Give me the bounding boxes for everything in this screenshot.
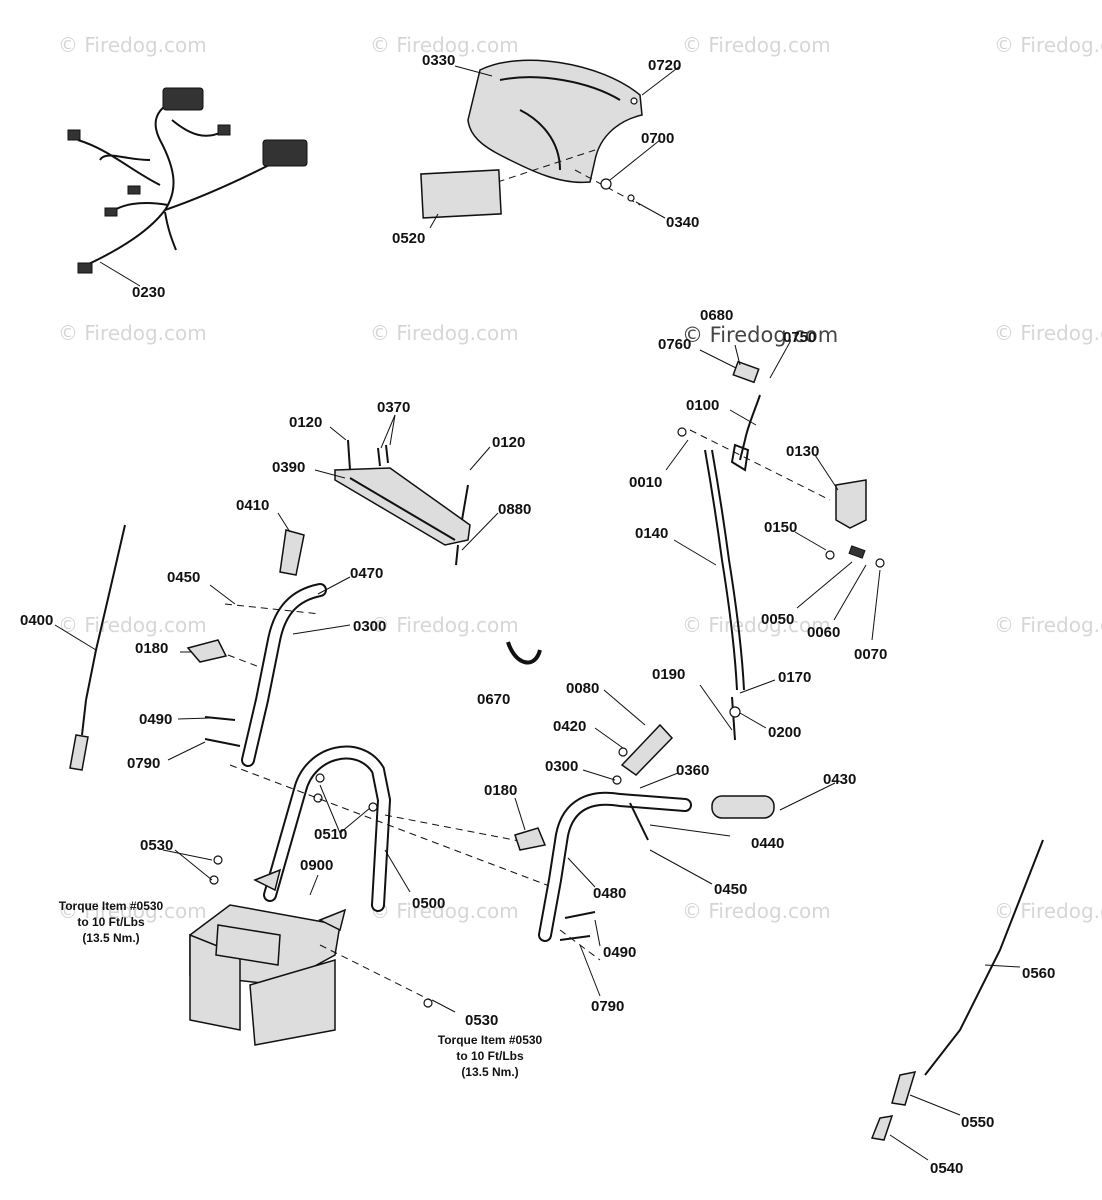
torque-note-line: to 10 Ft/Lbs [456, 1049, 524, 1063]
right-handle-assembly: 0080 0420 0300 0360 0430 0180 0440 0480 … [484, 680, 856, 1015]
part-label: 0230 [132, 284, 165, 301]
part-label: 0080 [566, 680, 599, 697]
part-label: 0430 [823, 771, 856, 788]
watermark: © Firedog.com [682, 613, 831, 637]
watermark: © Firedog.com [682, 33, 831, 57]
part-label: 0300 [545, 758, 578, 775]
part-label: 0480 [593, 885, 626, 902]
part-label: 0450 [714, 881, 747, 898]
part-label: 0200 [768, 724, 801, 741]
part-label: 0560 [1022, 965, 1055, 982]
torque-note-line: to 10 Ft/Lbs [77, 915, 145, 929]
part-label: 0880 [498, 501, 531, 518]
watermark: © Firedog.com [58, 33, 207, 57]
wiring-harness: 0230 [67, 87, 308, 301]
part-label: 0370 [377, 399, 410, 416]
torque-note-right: Torque Item #0530 to 10 Ft/Lbs (13.5 Nm.… [438, 1033, 543, 1079]
part-label: 0550 [961, 1114, 994, 1131]
watermark: © Firedog.com [994, 33, 1102, 57]
part-label: 0530 [140, 837, 173, 854]
part-label: 0190 [652, 666, 685, 683]
part-label: 0340 [666, 214, 699, 231]
left-cable: 0400 [20, 524, 126, 771]
part-label: 0130 [786, 443, 819, 460]
torque-note-line: Torque Item #0530 [438, 1033, 543, 1047]
part-label: 0760 [658, 336, 691, 353]
lower-frame-assembly: 0530 0510 0900 0500 0530 [140, 745, 561, 1046]
part-label: 0120 [492, 434, 525, 451]
watermark: © Firedog.com [994, 899, 1102, 923]
torque-note-line: (13.5 Nm.) [461, 1065, 518, 1079]
watermark: © Firedog.com [370, 899, 519, 923]
dash-panel-assembly: 0330 0720 0700 0340 0520 [392, 52, 699, 247]
part-label: 0680 [700, 307, 733, 324]
part-label: 0150 [764, 519, 797, 536]
part-label: 0400 [20, 612, 53, 629]
speed-control-linkage: 0680 0760 0750 0100 0130 0010 0140 0150 … [629, 307, 887, 741]
part-label: 0420 [553, 718, 586, 735]
watermark: © Firedog.com [682, 323, 838, 347]
watermarks: © Firedog.com © Firedog.com © Firedog.co… [58, 33, 1102, 923]
part-label: 0390 [272, 459, 305, 476]
part-label: 0050 [761, 611, 794, 628]
part-label: 0670 [477, 691, 510, 708]
part-label: 0500 [412, 895, 445, 912]
part-label: 0180 [484, 782, 517, 799]
part-label: 0490 [139, 711, 172, 728]
part-label: 0330 [422, 52, 455, 69]
part-label: 0520 [392, 230, 425, 247]
watermark: © Firedog.com [994, 613, 1102, 637]
part-label: 0300 [353, 618, 386, 635]
upper-plate-assembly: 0120 0370 0390 0120 0880 [272, 399, 531, 566]
part-label: 0700 [641, 130, 674, 147]
part-label: 0900 [300, 857, 333, 874]
left-handle-assembly: 0410 0470 0450 0300 0180 0490 0790 [127, 497, 386, 772]
watermark: © Firedog.com [370, 321, 519, 345]
part-label: 0490 [603, 944, 636, 961]
torque-note-line: (13.5 Nm.) [82, 931, 139, 945]
part-label: 0100 [686, 397, 719, 414]
part-label: 0450 [167, 569, 200, 586]
watermark: © Firedog.com [58, 321, 207, 345]
part-label: 0540 [930, 1160, 963, 1177]
part-label: 0790 [127, 755, 160, 772]
part-label: 0750 [783, 329, 816, 346]
part-label: 0790 [591, 998, 624, 1015]
watermark: © Firedog.com [994, 321, 1102, 345]
part-label: 0720 [648, 57, 681, 74]
torque-note-line: Torque Item #0530 [59, 899, 164, 913]
watermark: © Firedog.com [682, 899, 831, 923]
watermark: © Firedog.com [370, 613, 519, 637]
part-label: 0180 [135, 640, 168, 657]
part-label: 0440 [751, 835, 784, 852]
part-label: 0530 [465, 1012, 498, 1029]
part-label: 0070 [854, 646, 887, 663]
part-label: 0360 [676, 762, 709, 779]
part-label: 0470 [350, 565, 383, 582]
part-label: 0010 [629, 474, 662, 491]
part-label: 0410 [236, 497, 269, 514]
part-label: 0140 [635, 525, 668, 542]
torque-note-left: Torque Item #0530 to 10 Ft/Lbs (13.5 Nm.… [59, 899, 164, 945]
part-label: 0120 [289, 414, 322, 431]
part-label: 0510 [314, 826, 347, 843]
watermark: © Firedog.com [370, 33, 519, 57]
watermark: © Firedog.com [58, 899, 207, 923]
part-label: 0060 [807, 624, 840, 641]
watermark: © Firedog.com [58, 613, 207, 637]
right-cable: 0560 0550 0540 [870, 839, 1055, 1177]
part-label: 0170 [778, 669, 811, 686]
clip: 0670 [477, 641, 542, 708]
